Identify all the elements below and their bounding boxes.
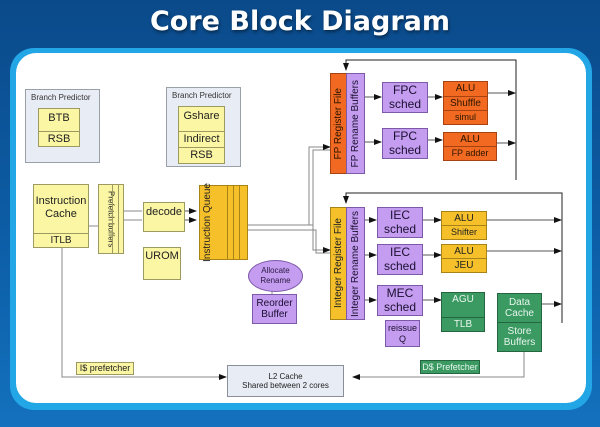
agu-block: AGU [441, 292, 485, 318]
prefetch-buffers: Prefetch buffers [98, 184, 124, 254]
fp-register-file: FP Register File [330, 73, 347, 174]
wire-iq-fp-2 [248, 149, 330, 231]
fpc-sched-2: FPC sched [382, 128, 428, 159]
branch-predictor-2-label: Branch Predictor [172, 91, 232, 100]
wire-iq-int-2 [248, 229, 330, 254]
fp-simul: simul [443, 110, 488, 125]
fpc-sched-1: FPC sched [382, 82, 428, 113]
iec-sched-1: IEC sched [377, 207, 423, 238]
rsb-block-2: RSB [178, 147, 225, 164]
branch-predictor-2: Branch Predictor Gshare Indirect RSB [166, 87, 241, 167]
l2-cache-subtitle: Shared between 2 cores [242, 381, 329, 390]
instruction-queue: Instruction Queue [199, 183, 248, 262]
d-prefetcher: D$ Prefetcher [420, 360, 480, 374]
wire-fp-writeback [343, 59, 517, 180]
rsb-block-1: RSB [38, 131, 80, 147]
integer-rename-buffers: Integer Rename Buffers [346, 207, 365, 320]
page-title: Core Block Diagram [149, 6, 451, 37]
store-buffers: Store Buffers [497, 322, 542, 352]
gshare-block: Gshare [178, 106, 225, 132]
wire-itlb-l2 [61, 248, 226, 378]
wire-int-writeback [343, 192, 563, 323]
mec-sched: MEC sched [377, 285, 423, 316]
iec-sched-2: IEC sched [377, 244, 423, 275]
int-alu-1: ALU [441, 211, 487, 226]
itlb-block: ITLB [33, 233, 89, 248]
data-cache: Data Cache [497, 293, 542, 323]
allocate-rename: Allocate Rename [248, 260, 303, 292]
i-prefetcher: I$ prefetcher [76, 362, 134, 375]
l2-cache: L2 Cache Shared between 2 cores [227, 365, 344, 397]
fp-adder: FP adder [443, 146, 497, 161]
tlb-block: TLB [441, 317, 485, 332]
fp-alu-1: ALU [443, 81, 488, 97]
wire-iq-int-1 [248, 224, 330, 251]
shifter-unit: Shifter [441, 225, 487, 240]
fp-rename-buffers: FP Rename Buffers [346, 73, 365, 174]
int-alu-2: ALU [441, 244, 487, 259]
l2-cache-title: L2 Cache [268, 371, 303, 381]
reissue-queue: reissue Q [385, 320, 420, 347]
btb-block: BTB [38, 108, 80, 132]
fp-alu-2: ALU [443, 132, 497, 147]
reorder-buffer: Reorder Buffer [252, 294, 297, 324]
branch-predictor-1-label: Branch Predictor [31, 93, 91, 102]
urom-block: UROM [143, 247, 181, 280]
jeu-unit: JEU [441, 258, 487, 273]
decode-block: decode [143, 202, 185, 232]
indirect-block: Indirect [178, 131, 225, 148]
fp-shuffle: Shuffle [443, 96, 488, 111]
wire-store-l2 [353, 352, 525, 378]
wire-iq-fp-1 [248, 146, 330, 226]
branch-predictor-1: Branch Predictor BTB RSB [25, 89, 100, 163]
integer-register-file: Integer Register File [330, 207, 347, 320]
